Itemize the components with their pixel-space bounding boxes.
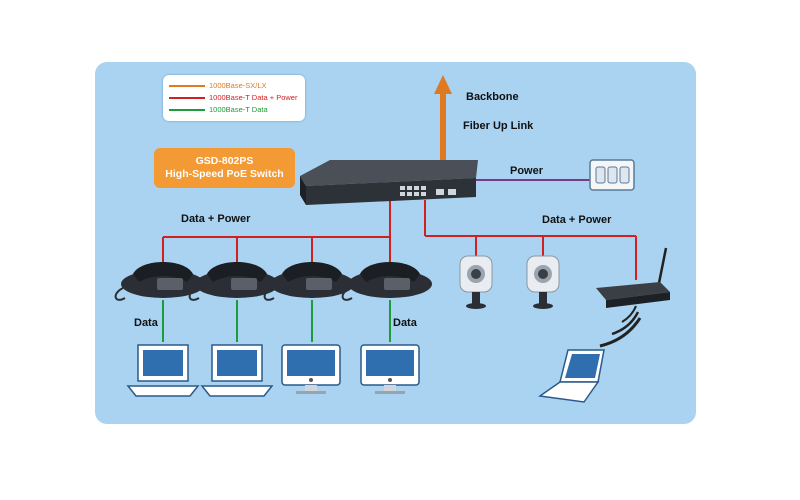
- wireless-access-point: [596, 247, 670, 308]
- data-links: [162, 300, 391, 342]
- laptop: [538, 349, 605, 403]
- switch-model-name: GSD-802PS: [195, 155, 254, 167]
- data-power-left-label: Data + Power: [181, 213, 251, 225]
- imac-computer-2: [360, 344, 420, 394]
- fiber-uplink-label: Fiber Up Link: [463, 120, 534, 132]
- data-left-label: Data: [134, 317, 158, 329]
- ip-phone-1: [114, 262, 205, 301]
- data-power-right-label: Data + Power: [542, 214, 612, 226]
- data-right-label: Data: [393, 317, 417, 329]
- legend-item-poe: 1000Base-T Data + Power: [169, 92, 297, 103]
- legend-item-data: 1000Base-T Data: [169, 104, 268, 115]
- poe-switch: [300, 160, 478, 205]
- ip-phone-3: [263, 262, 354, 301]
- switch-model-desc: High-Speed PoE Switch: [165, 168, 284, 180]
- desktop-pc-2: [200, 344, 274, 397]
- desktop-pc-1: [126, 344, 200, 397]
- ip-phone-2: [188, 262, 279, 301]
- power-label: Power: [510, 165, 544, 177]
- legend-label-data: 1000Base-T Data: [209, 105, 268, 114]
- legend-label-poe: 1000Base-T Data + Power: [209, 93, 298, 102]
- legend-swatch-data: [169, 108, 205, 111]
- legend-label-fiber: 1000Base-SX/LX: [209, 81, 267, 90]
- legend-item-fiber: 1000Base-SX/LX: [169, 80, 267, 91]
- ip-phone-4: [341, 262, 432, 301]
- legend-swatch-poe: [169, 96, 205, 99]
- ip-camera-1: [459, 255, 493, 309]
- legend: 1000Base-SX/LX 1000Base-T Data + Power 1…: [163, 75, 305, 121]
- switch-model-label: GSD-802PS High-Speed PoE Switch: [154, 148, 295, 188]
- backbone-label: Backbone: [466, 91, 519, 103]
- ip-camera-2: [526, 255, 560, 309]
- legend-swatch-fiber: [169, 84, 205, 87]
- fiber-uplink-arrow: [434, 75, 452, 164]
- imac-computer-1: [281, 344, 341, 394]
- poe-bus-right: [424, 200, 637, 280]
- poe-bus-left: [162, 200, 391, 262]
- power-outlet: [589, 159, 635, 191]
- wireless-signal: [599, 305, 642, 348]
